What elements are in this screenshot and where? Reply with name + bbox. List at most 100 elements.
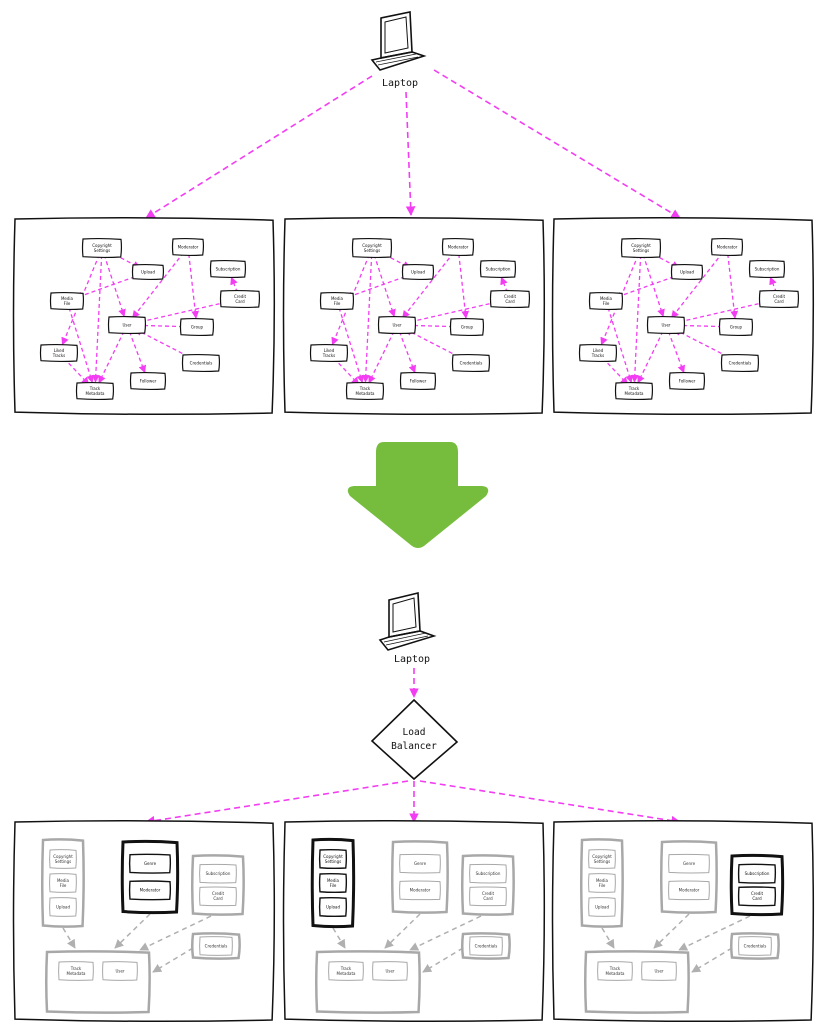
service-box-shape [399, 371, 437, 391]
service-box-shape [328, 961, 364, 981]
service-box-shape [49, 849, 77, 869]
service-box-shape [668, 371, 706, 391]
service-box-moderator: Moderator [171, 237, 205, 257]
service-label: Settings [325, 859, 341, 864]
service-label: User [392, 322, 401, 327]
service-box-upload: Upload [588, 897, 616, 917]
service-label: Moderator [448, 244, 469, 249]
service-box-shape [199, 863, 237, 884]
service-label: Metadata [86, 391, 105, 396]
service-label: File [60, 883, 67, 888]
dependency-edge [726, 246, 739, 319]
service-label: Settings [94, 248, 110, 253]
service-label: Liked [593, 348, 604, 353]
dependency-edge [404, 328, 472, 364]
service-label: Credit [773, 294, 785, 299]
service-box-shape [479, 259, 517, 279]
service-box-shape [737, 863, 777, 884]
service-label: Track [609, 966, 621, 971]
service-box-shape [199, 936, 233, 956]
group-edges [62, 913, 212, 973]
service-box-shape [588, 873, 616, 893]
service-node-3: CopyrightSettingsMediaFileUploadGenreMod… [551, 820, 815, 1023]
service-label: Copyright [323, 854, 343, 859]
service-node-2: CopyrightSettingsMediaFileUploadGenreMod… [282, 820, 546, 1023]
group-edges [332, 913, 482, 973]
service-label: Media [327, 878, 340, 883]
service-label: Metadata [67, 971, 86, 976]
service-box-genre: Genre [128, 853, 172, 874]
service-box-shape [614, 381, 654, 401]
group-edge-social [653, 913, 690, 949]
group-frame [315, 950, 421, 1014]
server-node-3: CopyrightSettingsModeratorUploadSubscrip… [551, 217, 815, 416]
group-edge-social [384, 913, 421, 949]
group-frame [584, 950, 690, 1014]
service-label: Settings [594, 859, 610, 864]
service-label: Moderator [410, 888, 431, 893]
service-box-shape [646, 315, 686, 335]
service-label: File [64, 301, 71, 306]
service-box-follower: Follower [668, 371, 706, 391]
dependency-edge [132, 246, 189, 319]
service-box-shape [49, 291, 85, 311]
service-label: Upload [326, 904, 340, 909]
service-group-security: Credentials [191, 932, 241, 960]
service-box-group: Group [718, 317, 754, 337]
service-box-upload: Upload [318, 896, 348, 918]
service-group-security: Credentials [461, 932, 511, 960]
service-label: Card [774, 299, 784, 304]
service-label: Track [359, 386, 371, 391]
service-label: Subscription [745, 871, 770, 876]
service-box-shape [597, 961, 633, 981]
service-box-user: User [107, 315, 147, 335]
service-label: File [330, 883, 337, 888]
service-box-user: User [372, 961, 408, 981]
service-label: Upload [56, 904, 70, 909]
service-label: Moderator [717, 244, 738, 249]
service-box-shape [588, 897, 616, 917]
service-label: Group [191, 324, 204, 329]
service-box-shape [718, 317, 754, 337]
service-label: User [654, 968, 663, 973]
service-box-shape [318, 848, 348, 870]
service-box-subscription: Subscription [737, 863, 777, 884]
service-box-follower: Follower [129, 371, 167, 391]
group-edge-content [601, 927, 615, 949]
service-box-credentials: Credentials [181, 353, 221, 373]
service-label: Card [505, 299, 515, 304]
service-label: Track [70, 966, 82, 971]
service-box-shape [319, 291, 355, 311]
service-box-shape [129, 371, 167, 391]
service-box-credentials: Credentials [720, 353, 760, 373]
service-box-credentials: Credentials [738, 936, 772, 956]
service-box-shape [641, 961, 677, 981]
service-box-upload: Upload [401, 263, 435, 281]
group-edge-billing [678, 915, 751, 951]
laptop-icon [378, 591, 437, 651]
server-node-1: CopyrightSettingsModeratorUploadSubscrip… [12, 217, 276, 416]
service-box-user: User [641, 961, 677, 981]
dependency-edge [613, 271, 688, 300]
dependency-edge [187, 246, 200, 319]
service-box-moderator: Moderator [710, 237, 744, 257]
service-label: Subscription [216, 266, 241, 271]
group-frame [391, 840, 449, 914]
down-arrow-icon [347, 442, 489, 548]
service-label: Upload [595, 904, 609, 909]
service-box-shape [58, 961, 94, 981]
group-edge-security [152, 947, 194, 973]
service-label: User [115, 968, 124, 973]
service-box-subscription: Subscription [479, 259, 517, 279]
